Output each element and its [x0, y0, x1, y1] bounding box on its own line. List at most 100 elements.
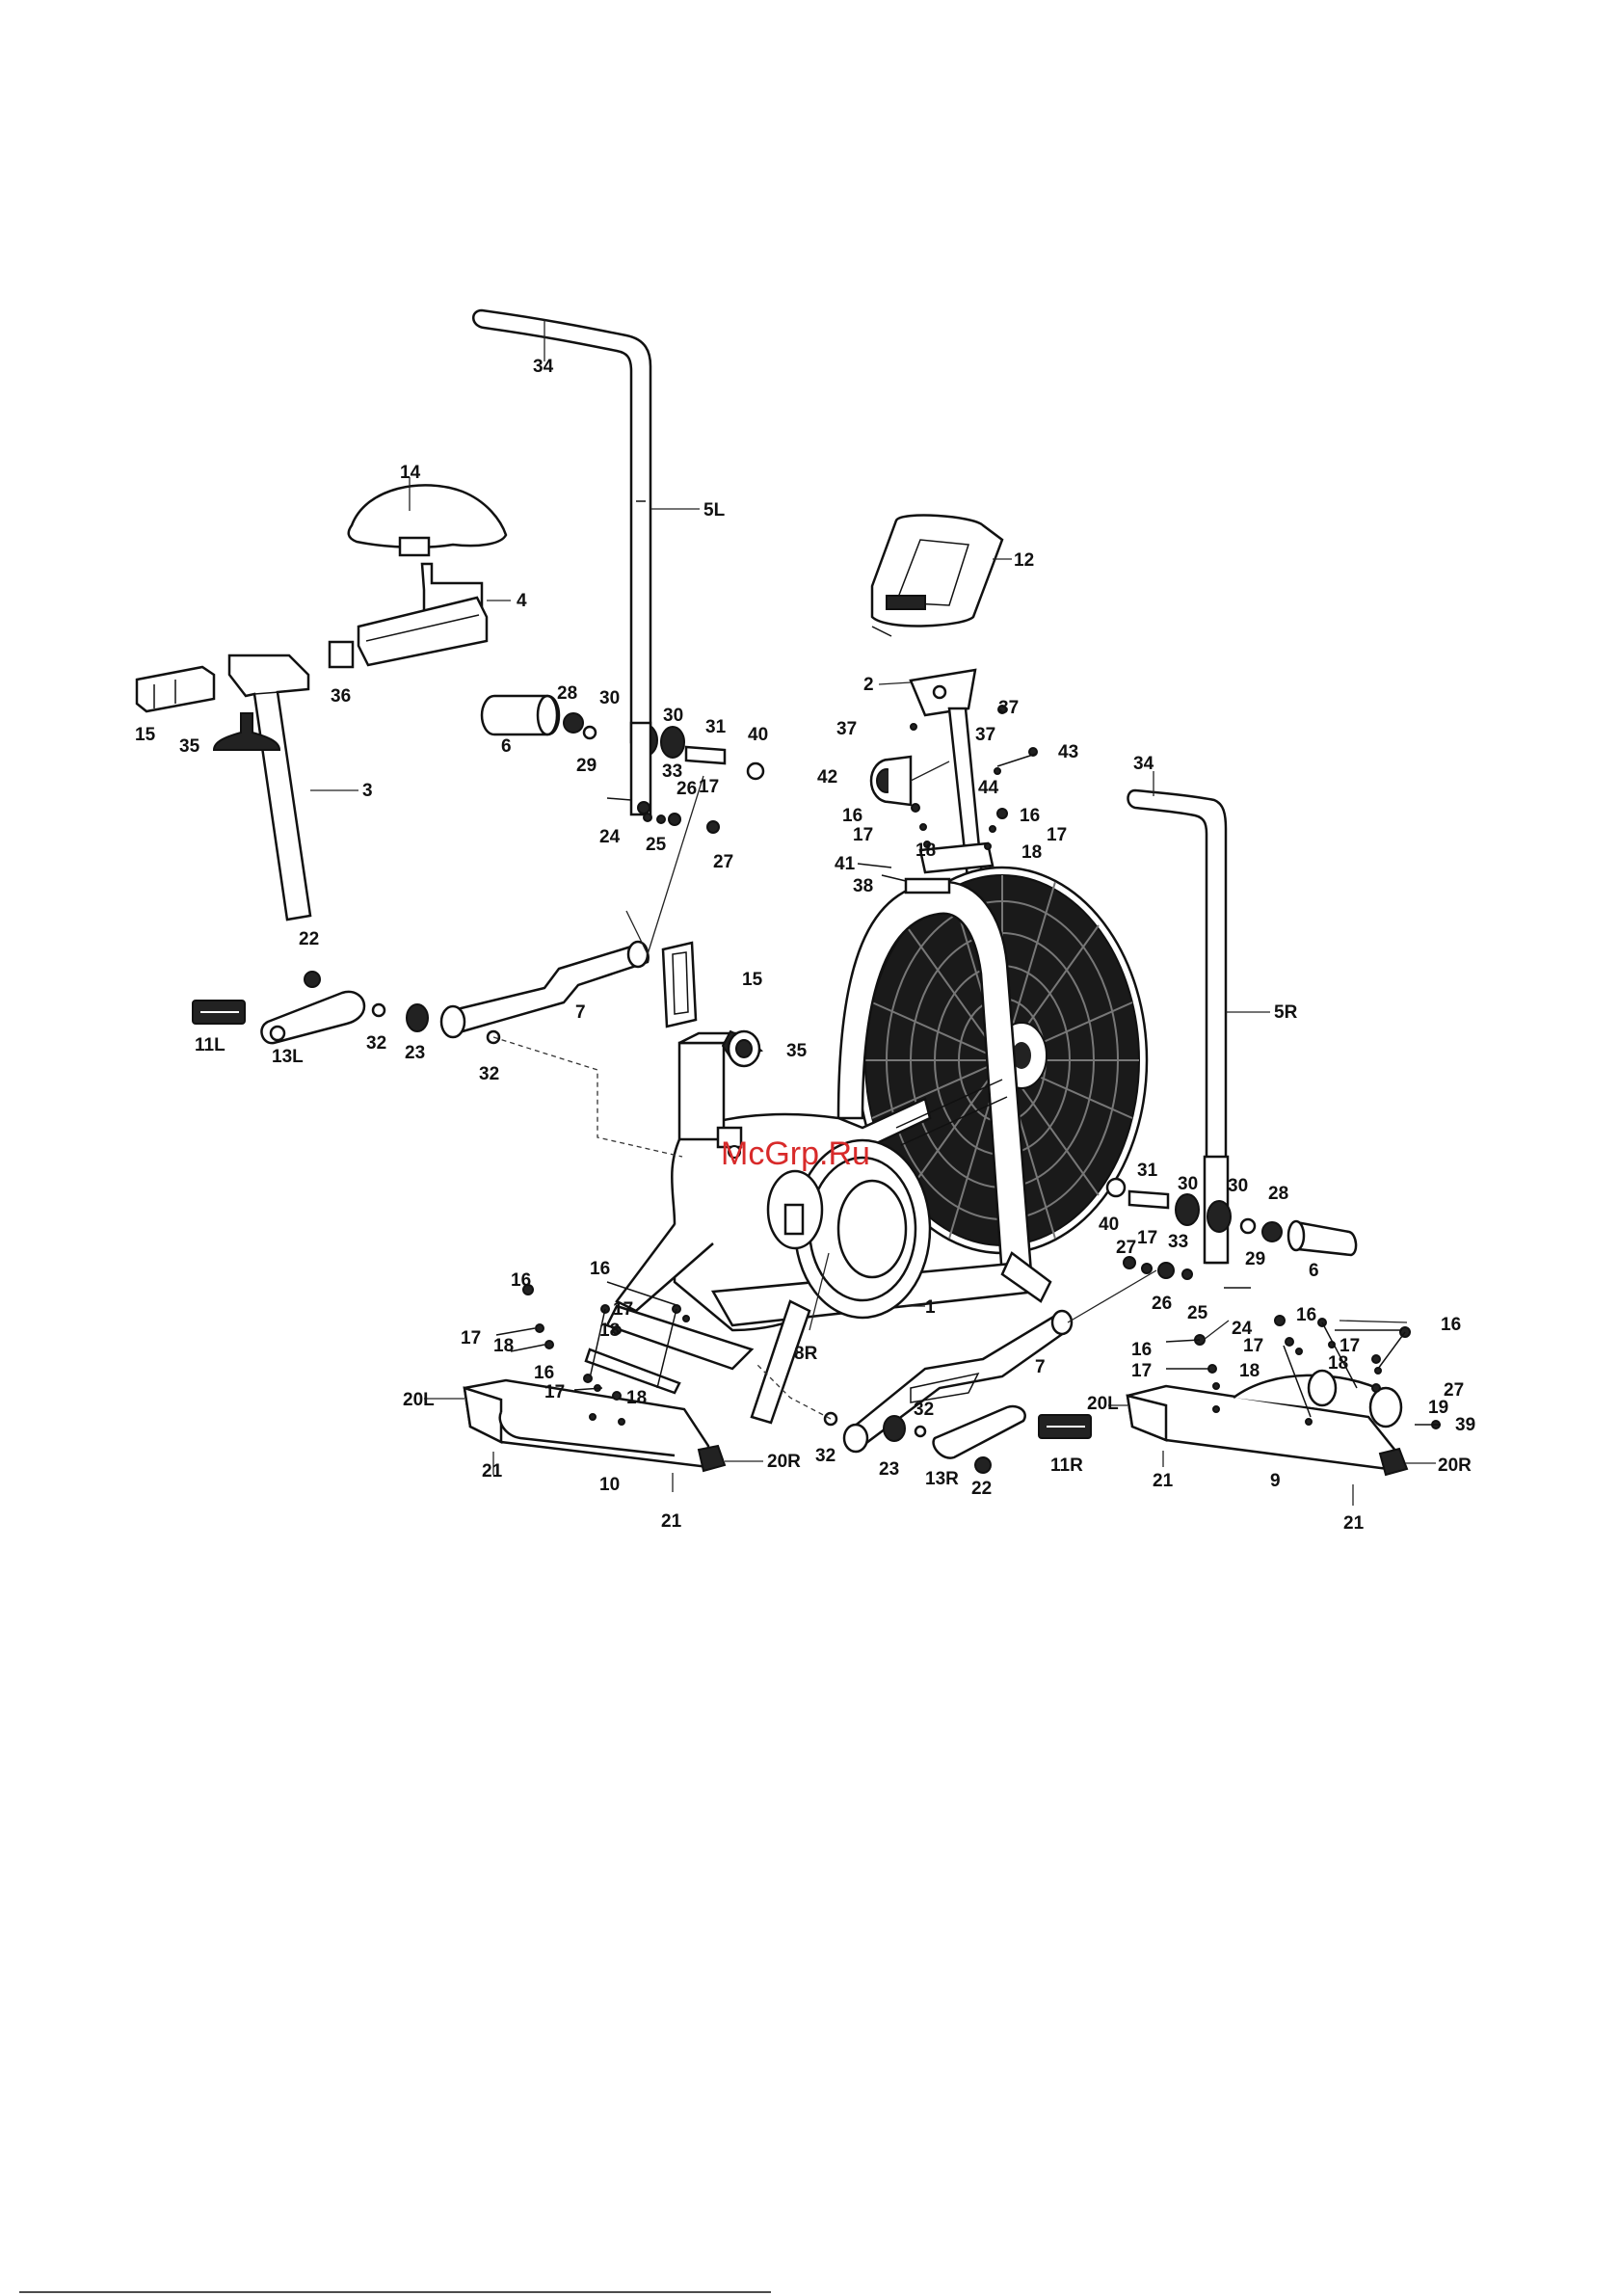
label-29: 29	[576, 756, 597, 776]
label-24: 24	[1232, 1319, 1253, 1339]
label-40: 40	[1099, 1215, 1119, 1235]
label-35: 35	[786, 1041, 808, 1061]
label-14: 14	[400, 463, 421, 483]
label-20L: 20L	[403, 1390, 435, 1410]
label-28: 28	[1268, 1184, 1288, 1204]
label-16: 16	[1131, 1340, 1152, 1360]
fan-guard-arc-part	[836, 877, 1033, 1279]
label-31: 31	[705, 717, 727, 737]
label-32: 32	[815, 1446, 836, 1466]
label-5L: 5L	[703, 500, 726, 521]
label-22: 22	[971, 1479, 992, 1499]
label-23: 23	[405, 1043, 425, 1063]
label-11R: 11R	[1050, 1455, 1083, 1476]
label-15: 15	[742, 970, 763, 990]
label-16: 16	[534, 1363, 554, 1383]
label-37: 37	[836, 719, 857, 739]
label-23: 23	[879, 1459, 899, 1480]
label-11L: 11L	[195, 1035, 225, 1055]
label-21: 21	[1153, 1471, 1174, 1491]
label-7: 7	[1035, 1357, 1046, 1377]
left-handlebar-part	[472, 308, 700, 744]
label-30: 30	[599, 688, 620, 708]
assembly-guide-line-left	[492, 1036, 683, 1158]
pivot-hardware-left-part	[480, 694, 765, 834]
label-38: 38	[853, 876, 873, 896]
watermark-text: McGrp.Ru	[721, 1135, 870, 1172]
label-35: 35	[179, 736, 200, 757]
label-20R: 20R	[1438, 1455, 1472, 1476]
label-22: 22	[299, 929, 319, 949]
label-18: 18	[493, 1336, 514, 1356]
label-1: 1	[925, 1297, 936, 1318]
mast-screws-part	[857, 705, 1038, 882]
label-7: 7	[575, 1002, 586, 1023]
label-4: 4	[517, 591, 527, 611]
label-9: 9	[1270, 1471, 1281, 1491]
slide-cover-15-part	[135, 665, 216, 713]
label-30: 30	[1178, 1174, 1198, 1194]
label-18: 18	[1328, 1353, 1348, 1374]
label-37: 37	[975, 725, 995, 745]
label-33: 33	[1168, 1232, 1188, 1252]
label-34: 34	[1133, 754, 1154, 774]
label-41: 41	[835, 854, 856, 874]
label-36: 36	[331, 686, 351, 707]
label-21: 21	[482, 1461, 503, 1482]
label-3: 3	[362, 781, 373, 801]
label-18: 18	[1021, 842, 1042, 863]
label-34: 34	[533, 357, 554, 377]
adjustment-knob-35-part	[212, 712, 281, 751]
label-16: 16	[590, 1259, 610, 1279]
label-25: 25	[646, 835, 667, 855]
label-2: 2	[863, 675, 874, 695]
label-27: 27	[1444, 1380, 1464, 1401]
label-37: 37	[998, 698, 1019, 718]
label-17: 17	[1047, 825, 1067, 845]
label-17: 17	[1243, 1336, 1263, 1356]
label-33: 33	[662, 761, 682, 782]
label-32: 32	[479, 1064, 499, 1084]
label-27: 27	[1116, 1238, 1136, 1258]
label-17: 17	[1137, 1228, 1157, 1248]
label-43: 43	[1058, 742, 1078, 762]
label-27: 27	[713, 852, 733, 872]
label-29: 29	[1245, 1249, 1265, 1269]
label-16: 16	[842, 806, 862, 826]
left-crank-pedal-part	[192, 971, 429, 1045]
label-12: 12	[1014, 550, 1034, 571]
console-part	[870, 514, 1012, 637]
assembly-guide-line-right	[756, 1363, 832, 1420]
console-mast-part	[878, 668, 995, 889]
label-17: 17	[613, 1299, 633, 1320]
label-32: 32	[914, 1400, 934, 1420]
label-10: 10	[599, 1475, 620, 1495]
label-17: 17	[461, 1328, 481, 1348]
label-17: 17	[1339, 1336, 1360, 1356]
label-15: 15	[135, 725, 156, 745]
label-17: 17	[699, 777, 719, 797]
tension-knob-part	[869, 755, 950, 807]
label-17: 17	[544, 1382, 565, 1402]
label-16: 16	[1020, 806, 1040, 826]
label-30: 30	[663, 706, 683, 726]
seat-part	[347, 484, 508, 557]
rear-stabilizer-bolts-part	[1162, 1315, 1441, 1506]
label-13R: 13R	[925, 1469, 959, 1489]
label-26: 26	[1152, 1294, 1172, 1314]
label-8R: 8R	[794, 1344, 818, 1364]
leader-lines	[409, 320, 1408, 1344]
label-6: 6	[501, 736, 512, 757]
label-19: 19	[1428, 1398, 1448, 1418]
label-17: 17	[1131, 1361, 1152, 1381]
part-labels: 34 5L 14 4 12 36 15 35 3 6 28 29 30 30 3…	[135, 357, 1475, 1534]
seat-slider-part	[357, 562, 511, 667]
label-39: 39	[1455, 1415, 1475, 1435]
front-stabilizer-bolts-part	[492, 1281, 690, 1492]
label-18: 18	[599, 1321, 620, 1341]
label-17: 17	[853, 825, 873, 845]
side-cover-disc-part	[766, 1138, 932, 1331]
end-cap-36-part	[328, 640, 355, 669]
rear-stabilizer-part	[1108, 1369, 1436, 1477]
